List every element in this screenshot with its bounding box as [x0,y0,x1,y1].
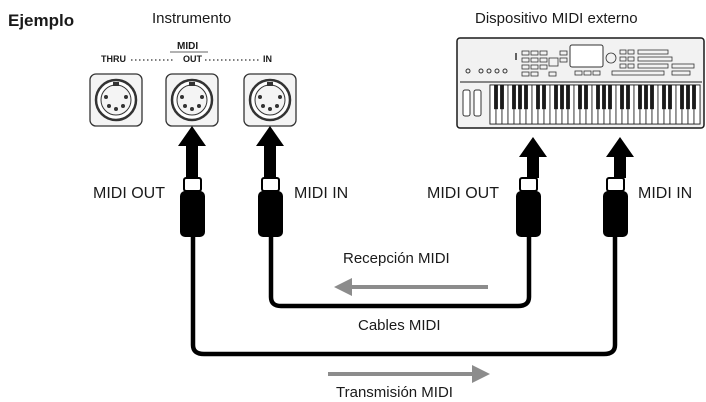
black-key [650,85,654,110]
receive-label: Recepción MIDI [343,250,450,267]
black-key [638,85,642,110]
midi-cables [190,235,618,357]
receive-arrow-icon [334,278,488,296]
black-key [536,85,540,110]
black-key [596,85,600,110]
black-key [566,85,570,110]
port-label-thru: THRU [100,54,127,64]
black-key [686,85,690,110]
keyboard-synth-icon [456,37,705,129]
plug-label-instr-out: MIDI OUT [93,185,165,202]
black-key [644,85,648,110]
black-key [554,85,558,110]
black-key [662,85,666,110]
external-device-title: Dispositivo MIDI externo [475,10,638,27]
black-key [620,85,624,110]
black-key [608,85,612,110]
black-key [518,85,522,110]
plug-instr-out-icon [178,126,206,237]
black-key [524,85,528,110]
instrument-title: Instrumento [152,10,232,27]
black-key [500,85,504,110]
port-label-out: OUT [182,54,203,64]
black-key [692,85,696,110]
thru-port-icon [89,73,143,127]
plug-label-ext-out: MIDI OUT [427,185,499,202]
black-key [602,85,606,110]
black-key [560,85,564,110]
black-key [512,85,516,110]
transmit-arrow-icon [328,365,490,383]
port-label-in: IN [262,54,273,64]
in-port-icon [243,73,297,127]
black-key [584,85,588,110]
plug-instr-in-icon [256,126,284,237]
black-key [542,85,546,110]
instrument-connector-panel [131,51,260,61]
black-key [494,85,498,110]
midi-group-label: MIDI [177,41,199,52]
plug-label-ext-in: MIDI IN [638,185,693,202]
page-heading: Ejemplo [8,11,75,30]
plug-ext-out-icon [516,137,547,237]
transmit-label: Transmisión MIDI [336,384,453,401]
plug-label-instr-in: MIDI IN [294,185,349,202]
out-port-icon [165,73,219,127]
cables-label: Cables MIDI [358,317,441,334]
black-key [626,85,630,110]
black-key [680,85,684,110]
black-key [578,85,582,110]
plug-ext-in-icon [603,137,634,237]
black-key [668,85,672,110]
